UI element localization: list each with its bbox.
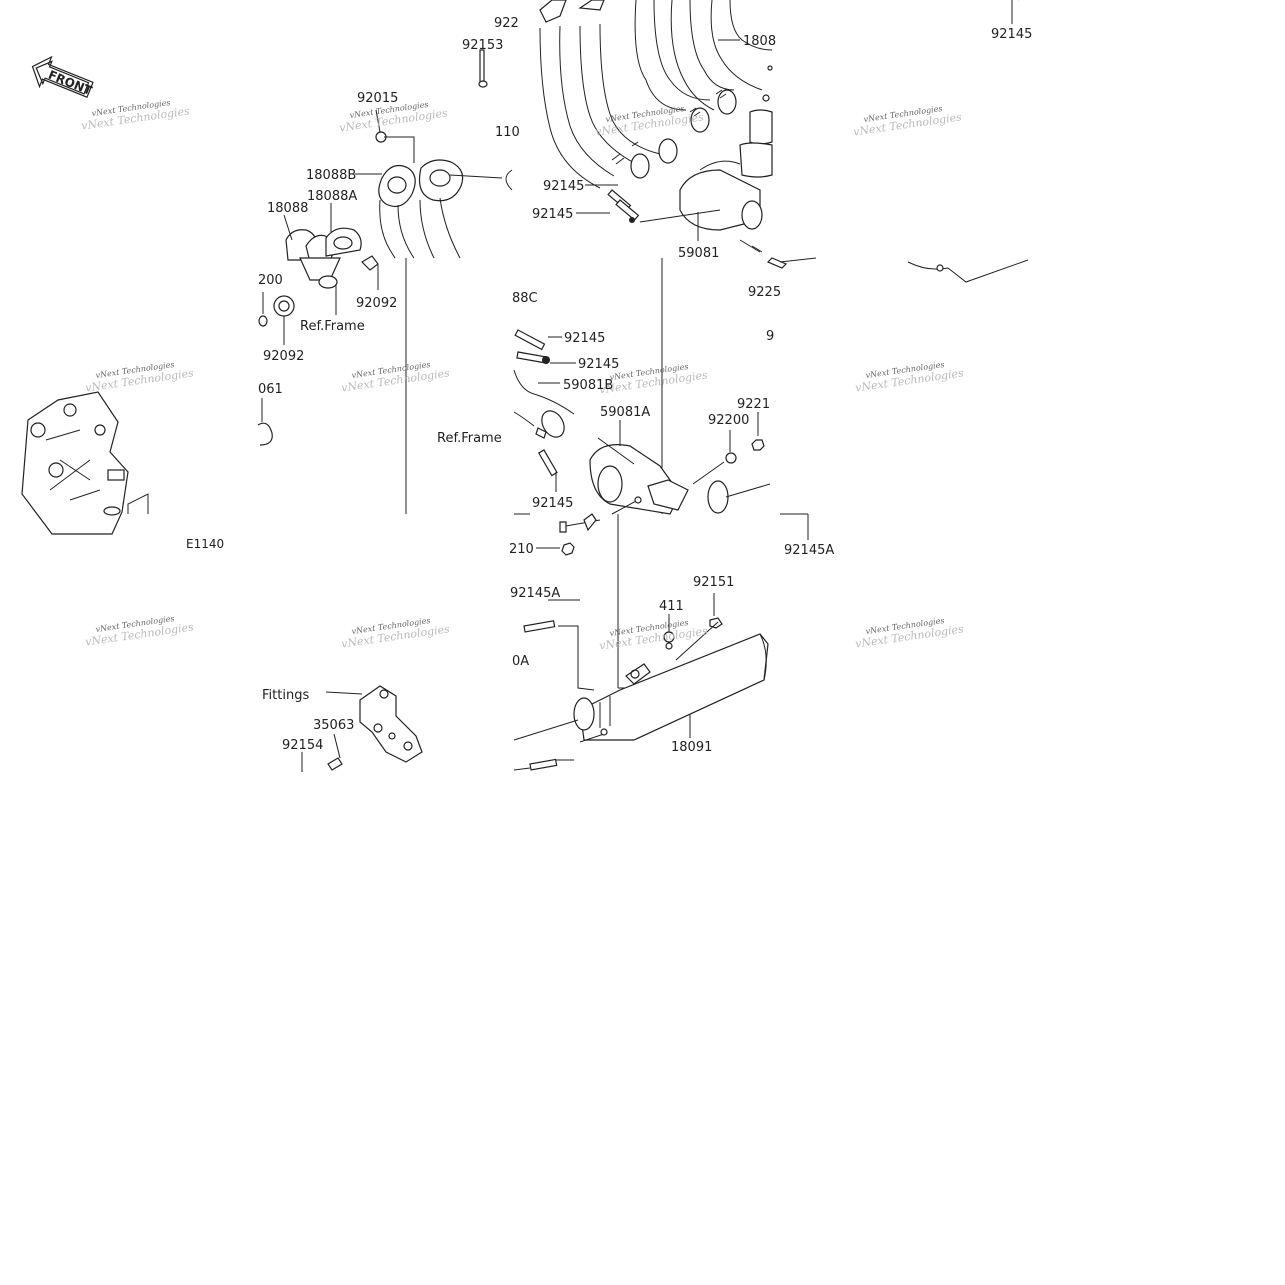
callout-label: 210	[509, 542, 534, 557]
callout-label: 9	[766, 329, 774, 344]
callout-labels: 92153 922 92015 110 18088B 18088A 18088 …	[186, 16, 1032, 755]
callout-label: 92153	[462, 38, 503, 53]
callout-label: 59081A	[600, 405, 650, 420]
callout-label: 92092	[356, 296, 397, 311]
callout-label: 922	[494, 16, 519, 31]
callout-label: 9221	[737, 397, 770, 412]
right-fragment	[907, 0, 1029, 283]
front-label: FRONT	[46, 68, 95, 98]
callout-label: 18088A	[307, 189, 357, 204]
callout-label: 18088	[267, 201, 308, 216]
callout-label: 200	[258, 273, 283, 288]
callout-label: 59081B	[563, 378, 613, 393]
callout-label: 92015	[357, 91, 398, 106]
callout-label: 92145	[991, 27, 1032, 42]
callout-label: 92145	[564, 331, 605, 346]
callout-label: 92145A	[510, 586, 560, 601]
callout-label: 92200	[708, 413, 749, 428]
callout-label: Fittings	[262, 688, 309, 703]
fittings-section	[301, 685, 423, 772]
callout-label: 92092	[263, 349, 304, 364]
callout-label: 0A	[512, 654, 529, 669]
callout-label: 92151	[693, 575, 734, 590]
frame-bracket	[21, 391, 149, 535]
callout-label: 18091	[671, 740, 712, 755]
callout-label: 9225	[748, 285, 781, 300]
callout-label: 59081	[678, 246, 719, 261]
callout-label: 411	[659, 599, 684, 614]
callout-label: 35063	[313, 718, 354, 733]
diagram-code: E1140	[186, 537, 224, 551]
muffler-section	[513, 593, 769, 771]
watermarks: vNext Technologies vNext Technologies vN…	[80, 98, 964, 653]
callout-label: 92145	[578, 357, 619, 372]
callout-label: 88C	[512, 291, 538, 306]
callout-label: 110	[495, 125, 520, 140]
callout-label: 92145	[543, 179, 584, 194]
callout-label: 061	[258, 382, 283, 397]
callout-label: 92145	[532, 207, 573, 222]
callout-label: 92145	[532, 496, 573, 511]
callout-label: Ref.Frame	[300, 319, 365, 334]
callout-label: Ref.Frame	[437, 431, 502, 446]
header-flange-group	[257, 49, 513, 446]
callout-label: 92154	[282, 738, 323, 753]
y-pipe-section	[513, 329, 809, 689]
callout-label: 1808	[743, 34, 776, 49]
callout-label: 92145A	[784, 543, 834, 558]
callout-label: 18088B	[306, 168, 356, 183]
header-pipes	[539, 0, 817, 269]
front-arrow-icon: FRONT	[31, 55, 95, 98]
